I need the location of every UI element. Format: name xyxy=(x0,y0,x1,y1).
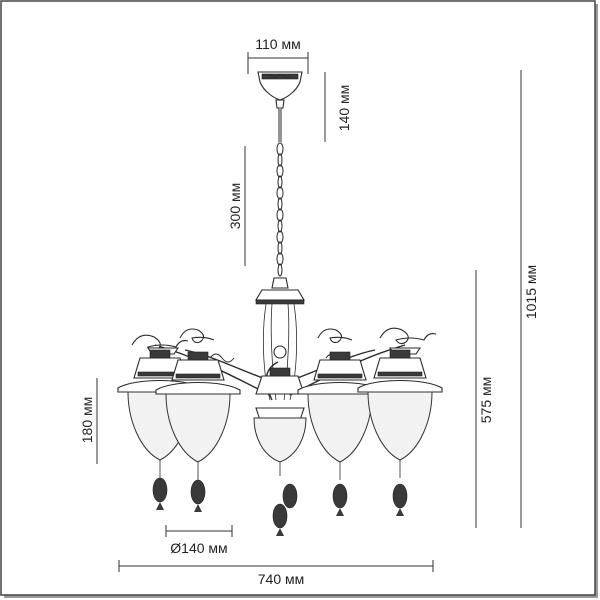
dim-total-height-label: 1015 мм xyxy=(523,265,539,319)
dim-body-height: 575 мм xyxy=(475,270,494,528)
dim-ceiling-width: 110 мм xyxy=(247,36,309,74)
lantern-5 xyxy=(357,349,443,516)
lantern-2 xyxy=(155,351,241,512)
dim-chain-length: 300 мм xyxy=(227,146,246,266)
chain xyxy=(276,142,284,277)
lantern-3 xyxy=(253,367,307,536)
ceiling-canopy xyxy=(257,71,303,109)
dim-canopy-height: 140 мм xyxy=(324,72,352,142)
dim-shade-height-label: 180 мм xyxy=(79,397,95,444)
dim-chain-length-label: 300 мм xyxy=(227,183,243,230)
top-hub xyxy=(255,277,305,305)
dim-body-height-label: 575 мм xyxy=(478,377,494,424)
dim-total-height: 1015 мм xyxy=(520,70,539,528)
dim-shade-height: 180 мм xyxy=(79,378,98,464)
dim-shade-diameter-label: Ø140 мм xyxy=(170,540,227,556)
dim-total-width-label: 740 мм xyxy=(258,571,305,587)
dim-ceiling-width-label: 110 мм xyxy=(255,36,300,52)
dim-canopy-height-label: 140 мм xyxy=(336,85,352,132)
dim-total-width: 740 мм xyxy=(118,560,434,587)
dim-shade-diameter: Ø140 мм xyxy=(165,525,233,556)
